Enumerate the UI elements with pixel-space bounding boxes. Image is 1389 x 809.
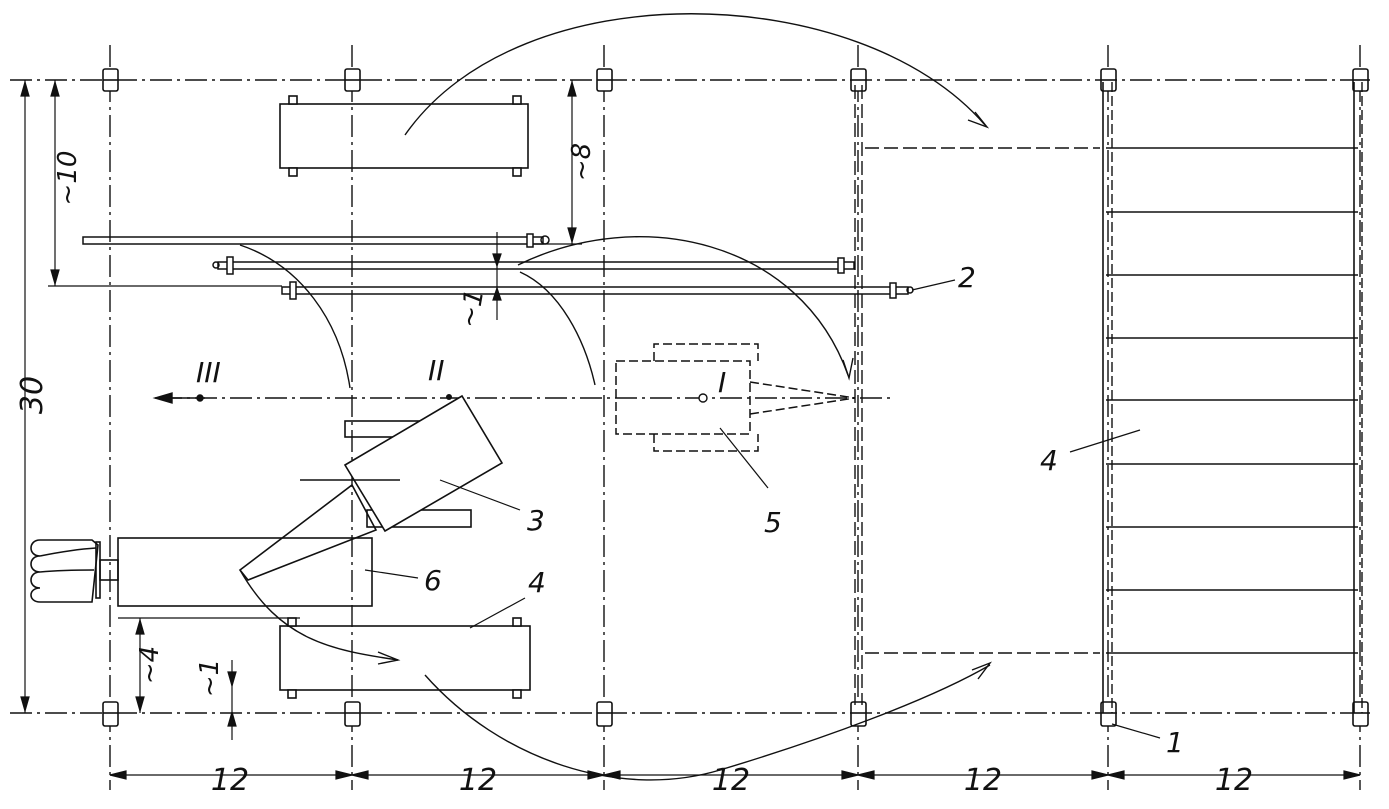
footing-bottom-3	[596, 701, 613, 727]
dim-span-4: 12	[964, 763, 1002, 798]
dim-crane-offset: ~8	[567, 143, 597, 181]
callout-2: 2	[958, 261, 976, 294]
position-label-1: I	[718, 366, 726, 399]
top-storage-element	[279, 95, 529, 177]
footing-top-4	[850, 68, 867, 92]
callout-6: 6	[424, 564, 442, 597]
dim-span-3: 12	[712, 763, 750, 798]
footing-bottom-1	[102, 701, 119, 727]
dim-span-5: 12	[1215, 763, 1253, 798]
footing-top-6	[1352, 68, 1369, 92]
movement-arcs	[239, 13, 993, 781]
column-axes	[10, 45, 1370, 790]
footing-bottom-2	[344, 701, 361, 727]
position-2-marker	[446, 394, 452, 400]
assembled-bay	[1102, 82, 1363, 713]
panel-position-2	[300, 394, 504, 533]
callout-3: 3	[527, 504, 545, 537]
position-label-3: III	[196, 356, 221, 389]
dim-bottom-gap: ~1	[195, 659, 225, 697]
machine-pivot	[698, 393, 708, 403]
left-dimensions	[20, 79, 577, 740]
column-footings	[102, 68, 1369, 727]
dim-span-1: 12	[211, 763, 249, 798]
bottom-storage-element	[279, 617, 531, 699]
tractor-unit	[30, 483, 378, 607]
dim-bottom-offset: ~4	[135, 646, 165, 684]
footing-top-2	[344, 68, 361, 92]
footing-bottom-4	[850, 701, 867, 727]
leader-lines	[364, 279, 1161, 739]
rails	[82, 233, 914, 300]
rail-dim-lines	[48, 232, 582, 320]
dim-rail-gap: ~1	[454, 287, 490, 330]
footing-top-3	[596, 68, 613, 92]
callout-4-right: 4	[1040, 444, 1058, 477]
position-label-2: II	[428, 354, 445, 387]
callout-4-bottom: 4	[528, 566, 546, 599]
footing-top-1	[102, 68, 119, 92]
dim-total-height: 30	[15, 376, 50, 414]
dim-span-2: 12	[459, 763, 497, 798]
dashed-truss	[854, 85, 1100, 705]
direction-arrow-3	[152, 392, 205, 404]
callout-1: 1	[1166, 726, 1184, 759]
footing-top-5	[1100, 68, 1117, 92]
machine-position-1	[615, 343, 856, 452]
dim-left-offset: ~10	[53, 151, 83, 206]
footing-bottom-6	[1352, 701, 1369, 727]
bottom-dimensions	[109, 770, 1361, 780]
callout-5: 5	[764, 506, 782, 539]
